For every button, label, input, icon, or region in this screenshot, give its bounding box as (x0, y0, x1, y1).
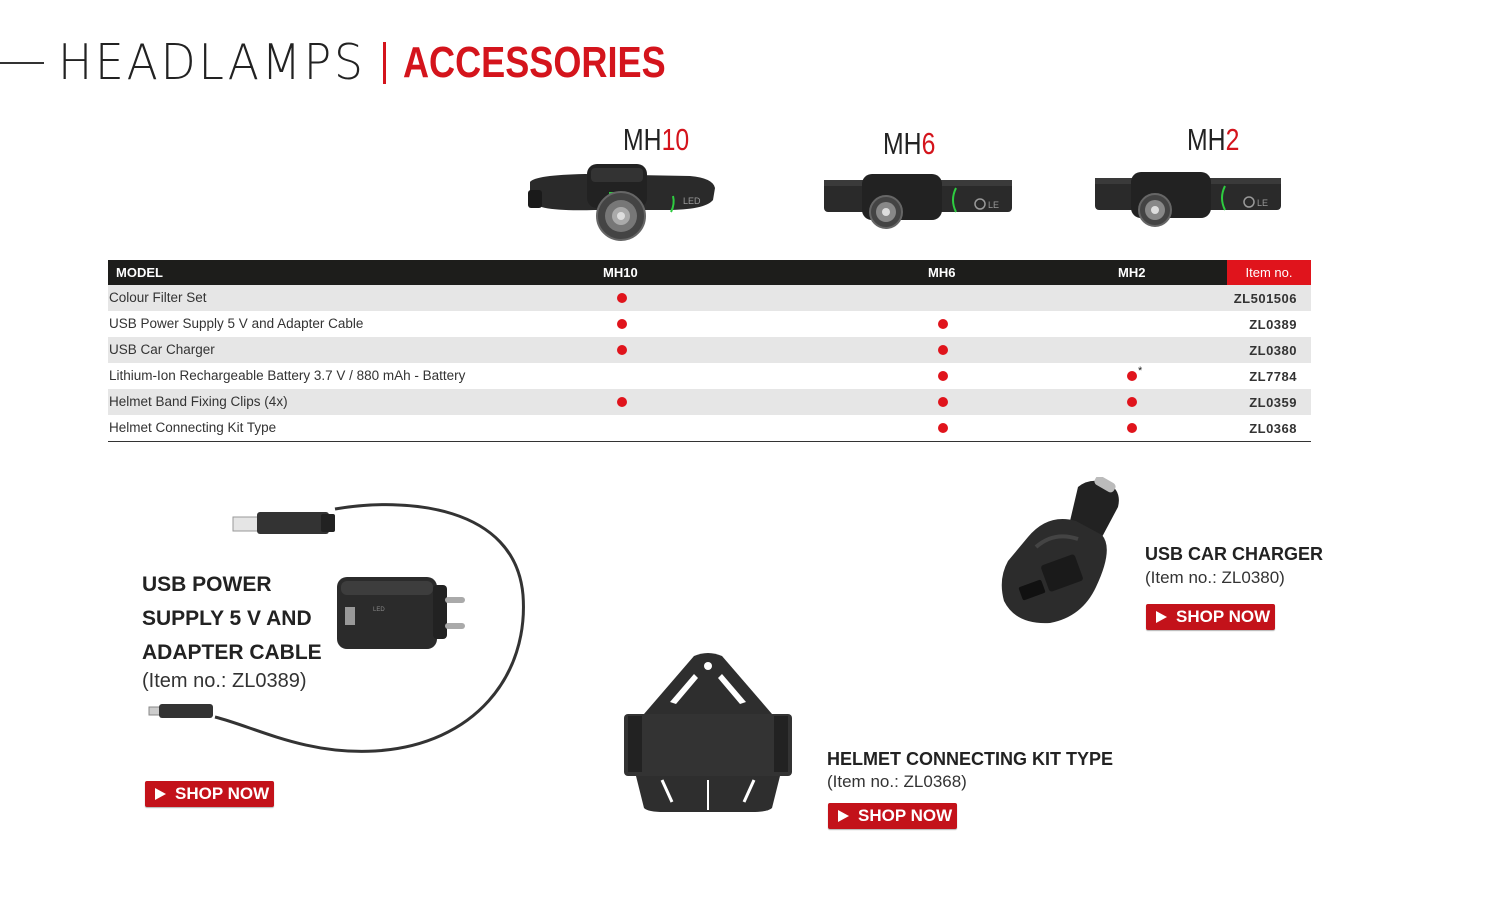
compat-dot (938, 345, 948, 355)
table-row: Colour Filter Set ZL501506 (108, 285, 1311, 311)
page-subtitle: ACCESSORIES (403, 38, 666, 87)
accessories-table: MODEL MH10 MH6 MH2 Item no. Colour Filte… (108, 260, 1311, 442)
compat-dot (617, 345, 627, 355)
mh6-headlamp-image: LE (824, 174, 1012, 229)
svg-text:LED: LED (683, 196, 701, 206)
compat-dot (617, 319, 627, 329)
play-icon (838, 810, 849, 822)
svg-text:LED: LED (373, 607, 385, 613)
svg-text:LE: LE (988, 200, 999, 210)
mh10-headlamp-image: LED (528, 164, 715, 241)
car-charger-item-no: (Item no.: ZL0380) (1145, 568, 1285, 587)
col-item-no: Item no. (1227, 260, 1311, 285)
table-header: MODEL MH10 MH6 MH2 Item no. (108, 260, 1311, 285)
table-row: USB Power Supply 5 V and Adapter Cable Z… (109, 316, 1297, 332)
col-mh2: MH2 (1118, 265, 1146, 280)
table-row: Helmet Connecting Kit Type ZL0368 (109, 420, 1297, 436)
col-mh10: MH10 (603, 265, 638, 280)
car-charger-image (1001, 477, 1119, 624)
usb-power-supply-image: LED (148, 503, 525, 753)
helmet-kit-item-no: (Item no.: ZL0368) (827, 772, 967, 791)
compat-dot (617, 293, 627, 303)
mh2-headlamp-image: LE (1095, 172, 1281, 227)
col-mh6: MH6 (928, 265, 956, 280)
table-row: Lithium-Ion Rechargeable Battery 3.7 V /… (109, 365, 1297, 384)
helmet-kit-image (624, 653, 792, 812)
compat-dot (938, 319, 948, 329)
col-model: MODEL (116, 265, 163, 280)
page-title: HEADLAMPS (58, 34, 366, 91)
compat-dot (617, 397, 627, 407)
car-charger-title: USB CAR CHARGER (1145, 544, 1324, 564)
svg-text:LE: LE (1257, 198, 1268, 208)
table-bottom-rule (108, 441, 1311, 442)
usb-power-title: USB POWER SUPPLY 5 V AND ADAPTER CABLE (142, 573, 322, 664)
header-rule (0, 62, 44, 64)
compat-dot (938, 371, 948, 381)
compat-dot (938, 397, 948, 407)
usb-power-item-no: (Item no.: ZL0389) (142, 670, 307, 692)
shop-now-button-helmet-kit[interactable]: SHOP NOW (828, 803, 957, 829)
product-label-mh2: MH2 (1187, 122, 1240, 157)
product-label-mh6: MH6 (883, 126, 936, 161)
product-label-mh10: MH10 (623, 122, 690, 157)
play-icon (155, 788, 166, 800)
table-row: Helmet Band Fixing Clips (4x) ZL0359 (108, 389, 1311, 415)
helmet-kit-title: HELMET CONNECTING KIT TYPE (827, 749, 1114, 769)
play-icon (1156, 611, 1167, 623)
compat-dot (938, 423, 948, 433)
compat-dot (1127, 423, 1137, 433)
table-row: USB Car Charger ZL0380 (108, 337, 1311, 363)
compat-dot (1127, 397, 1137, 407)
shop-now-button-car-charger[interactable]: SHOP NOW (1146, 604, 1275, 630)
compat-dot (1127, 371, 1137, 381)
header-separator (383, 42, 386, 84)
shop-now-button-usb-power[interactable]: SHOP NOW (145, 781, 274, 807)
footnote-marker: * (1138, 365, 1143, 377)
